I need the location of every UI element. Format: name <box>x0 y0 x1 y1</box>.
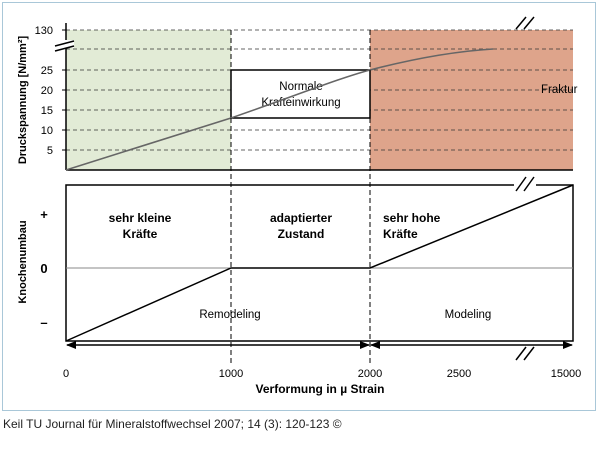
top-y-tick-marks <box>62 29 66 151</box>
top-y-tick-130: 130 <box>35 25 53 37</box>
bottom-y-tick-zero: 0 <box>40 261 47 276</box>
zone-low-label-line2: Kräfte <box>123 227 158 241</box>
bottom-y-tick-minus: – <box>40 315 47 330</box>
zone-adapted-label-line2: Zustand <box>278 227 325 241</box>
top-y-tick-10: 10 <box>41 125 53 137</box>
y-axis-break <box>54 40 75 52</box>
top-x-break <box>514 16 536 30</box>
zone-low-label-line1: sehr kleine <box>109 211 172 225</box>
x-tick-0: 0 <box>63 368 69 380</box>
top-y-tick-5: 5 <box>47 145 53 157</box>
low-force-zone <box>66 30 231 170</box>
bottom-panel-frame <box>65 184 574 342</box>
bottom-y-tick-plus: + <box>40 207 48 222</box>
remodeling-label: Remodeling <box>199 309 260 321</box>
citation-caption: Keil TU Journal für Mineralstoffwechsel … <box>3 417 342 431</box>
fracture-zone <box>370 30 573 170</box>
bottom-x-break <box>514 346 536 361</box>
bottom-y-label: Knochenumbau <box>17 220 29 303</box>
remodeling-response-line <box>65 184 574 342</box>
zone-high-label-line1: sehr hohe <box>383 211 441 225</box>
modeling-label: Modeling <box>445 309 492 321</box>
zone-high-label-line2: Kräfte <box>383 227 418 241</box>
bottom-top-break <box>514 176 536 192</box>
top-y-tick-15: 15 <box>41 105 53 117</box>
x-tick-2500: 2500 <box>447 368 471 380</box>
zone-adapted-label-line1: adaptierter <box>270 211 332 225</box>
top-y-tick-25: 25 <box>41 65 53 77</box>
top-y-tick-20: 20 <box>41 85 53 97</box>
x-tick-2000: 2000 <box>358 368 382 380</box>
fracture-label: Fraktur <box>541 84 578 96</box>
x-axis-label: Verformung in µ Strain <box>256 382 385 396</box>
x-tick-15000: 15000 <box>551 368 582 380</box>
top-y-label: Druckspannung [N/mm²] <box>17 35 29 164</box>
x-tick-1000: 1000 <box>219 368 243 380</box>
